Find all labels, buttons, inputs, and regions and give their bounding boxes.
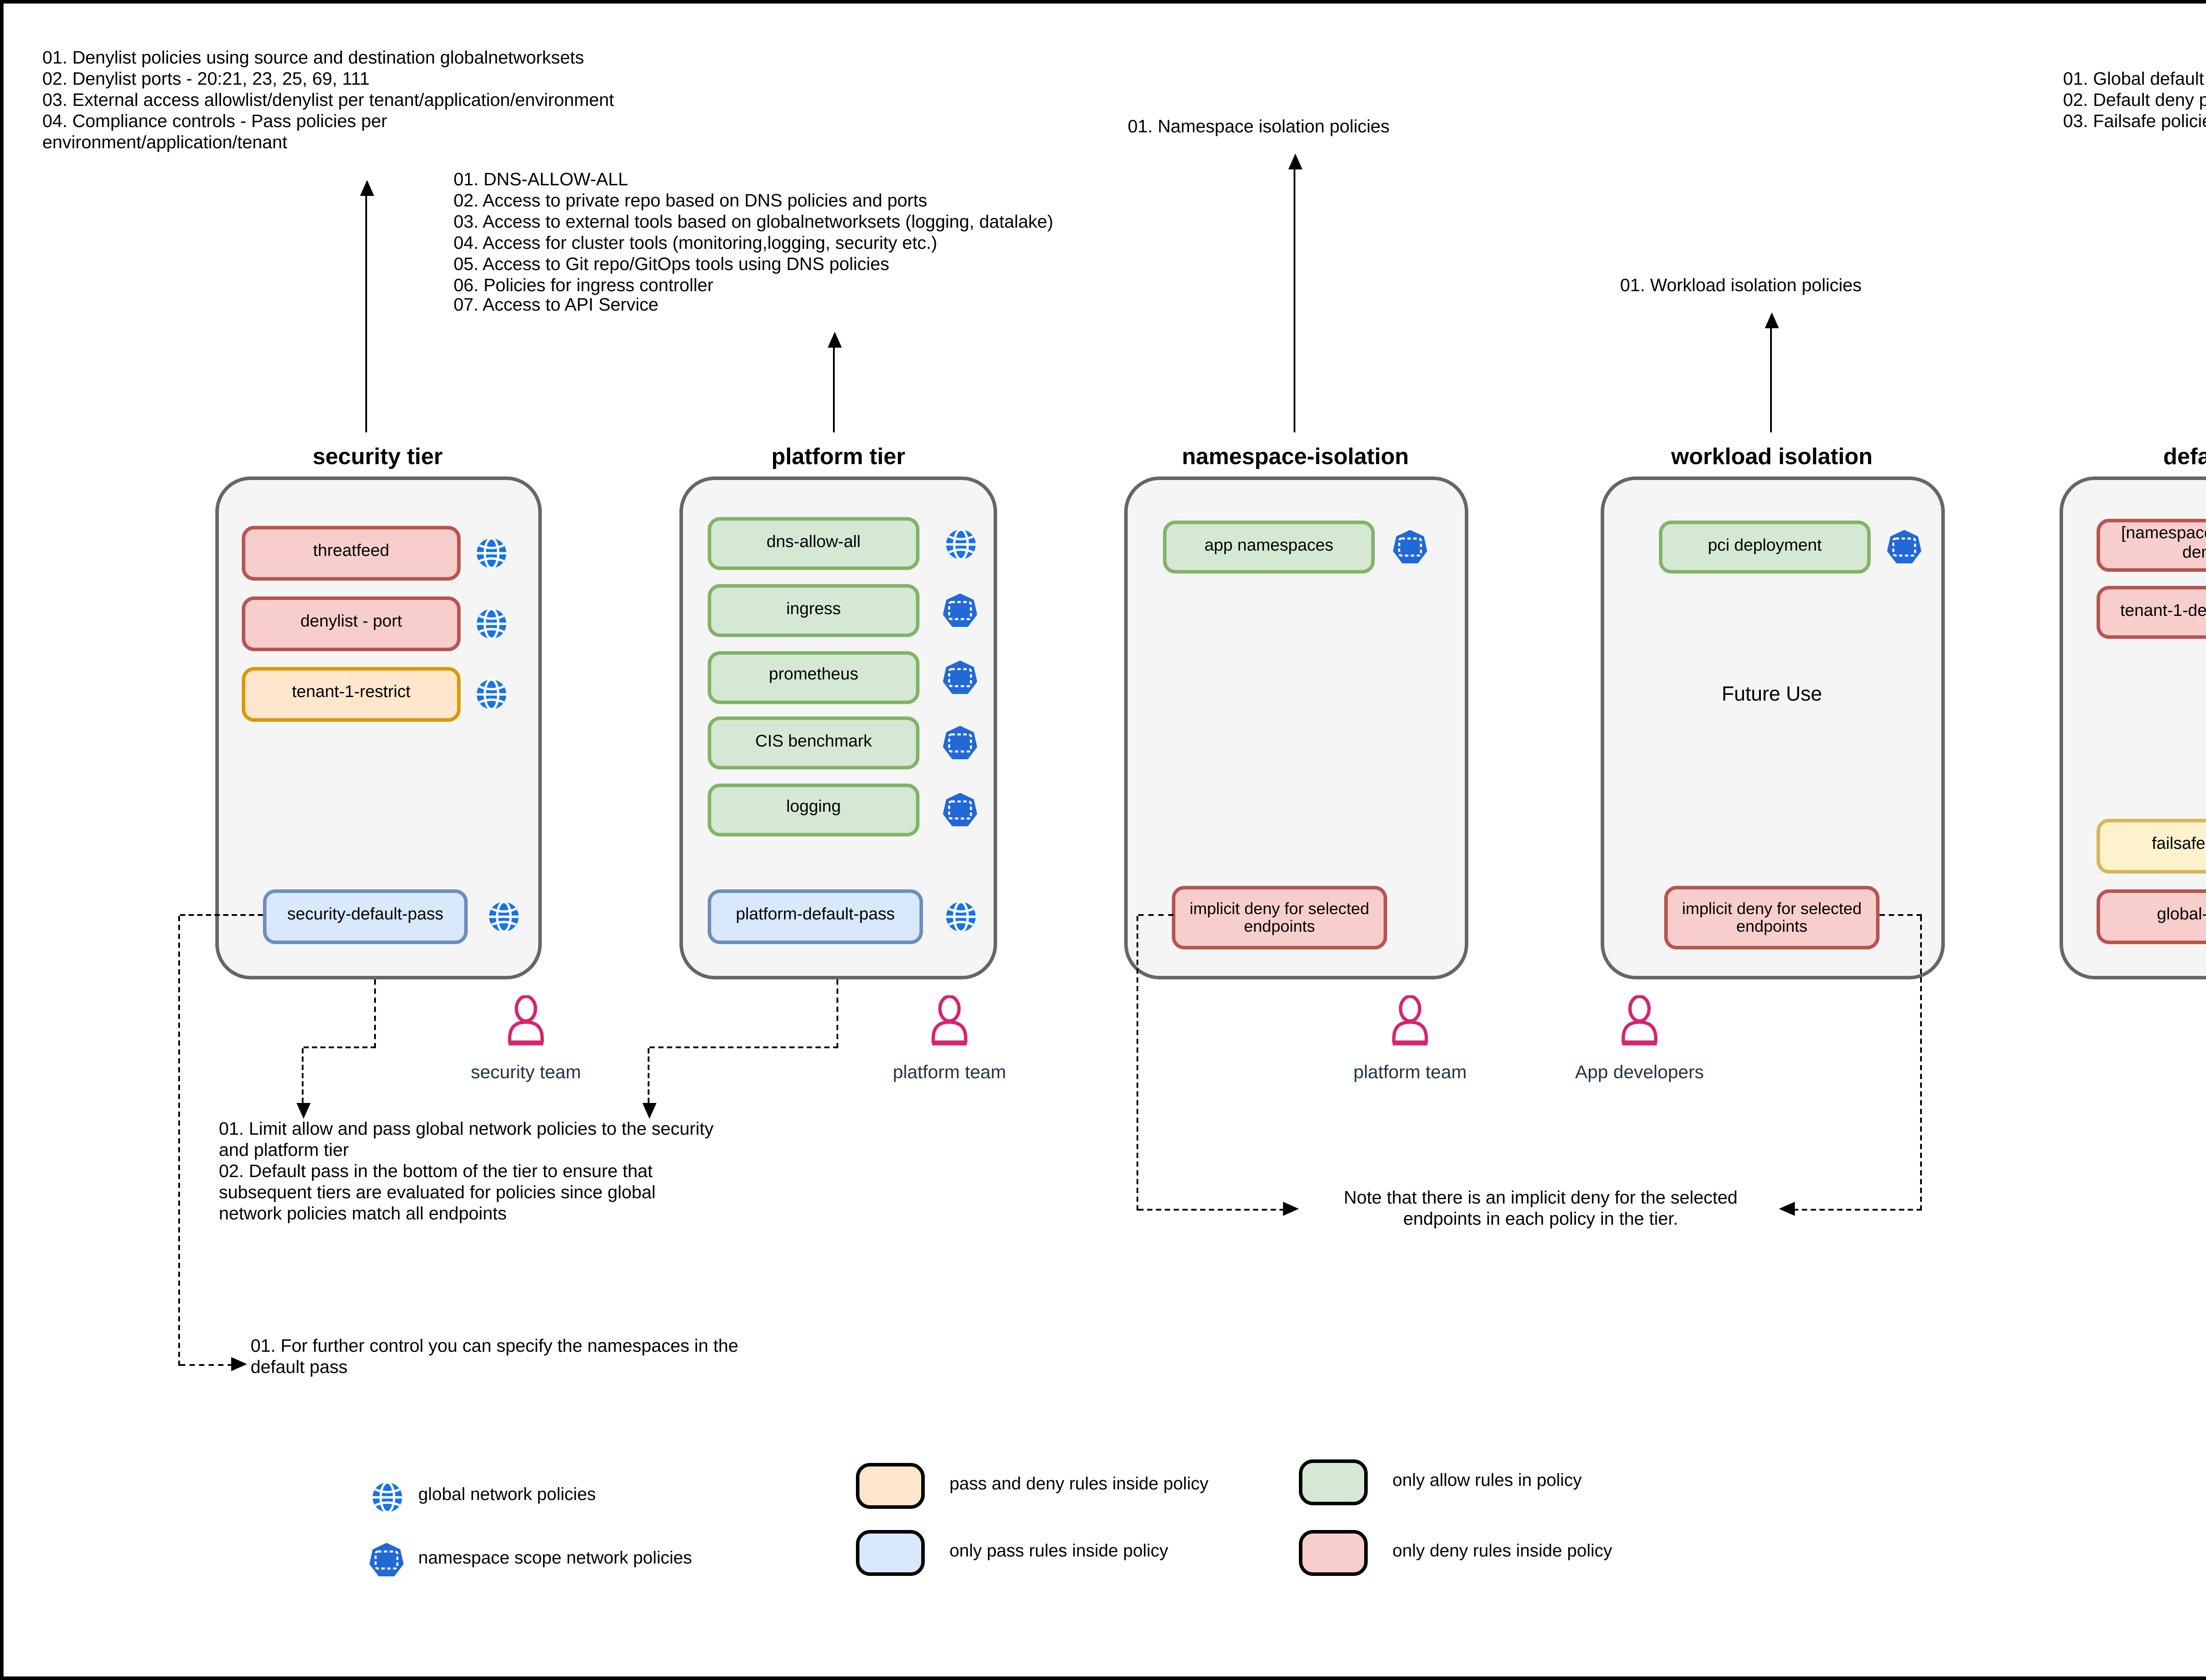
namespace-scope-icon [942,659,978,694]
connector-segment [304,1047,376,1049]
security-tier-notes: 01. Denylist policies using source and d… [42,49,614,153]
connector-segment [649,1047,838,1049]
person-icon [1617,995,1662,1046]
team-label-app-developers: App developers [1575,1062,1704,1084]
legend-only-pass-label: only pass rules inside policy [949,1542,1168,1562]
legend-swatch-pass-deny [856,1463,925,1509]
policy-global-deny: global-deny [2097,889,2206,944]
team-label-platform-1: platform team [893,1062,1006,1084]
connector-segment [180,1365,233,1367]
namespace-scope-icon [942,593,978,628]
connector-segment [1880,915,1922,917]
policy-implicit-deny-workload: implicit deny for selected endpoints [1664,886,1880,949]
platform-tier-notes: 01. DNS-ALLOW-ALL 02. Access to private … [454,171,1054,317]
security-arrow-line [366,196,368,432]
connector-segment [302,1048,304,1103]
namespace-scope-icon [1392,529,1428,565]
connector-arrow [231,1357,247,1371]
connector-arrow [1283,1202,1299,1216]
team-label-security-1: security team [471,1062,581,1084]
globe-icon [943,527,977,560]
namespace-scope-icon [369,1542,404,1578]
policy-logging: logging [708,783,919,836]
namespace-scope-icon [942,791,978,827]
connector-segment [1138,1209,1285,1211]
connector-segment [179,916,181,1366]
legend-swatch-only-allow [1299,1459,1368,1505]
namespace-tier-title: namespace-isolation [1182,443,1409,469]
globe-icon [474,606,507,640]
connector-segment [1793,1209,1922,1211]
policy-threatfeed: threatfeed [242,526,461,581]
globe-icon [943,900,977,934]
legend-only-allow-label: only allow rules in policy [1392,1472,1582,1491]
namespace-scope-icon [1887,529,1922,565]
team-label-platform-2: platform team [1353,1062,1467,1084]
legend-swatch-only-pass [856,1530,925,1576]
policy-security-default-pass: security-default-pass [263,889,468,944]
namespace-arrow-head [1287,154,1302,169]
namespace-arrow-line [1294,169,1296,432]
workload-tier-title: workload isolation [1671,443,1873,469]
policy-dns-allow-all: dns-allow-all [708,517,919,570]
namespace-tier-notes: 01. Namespace isolation policies [1128,118,1390,138]
connector-segment [837,979,839,1048]
globe-icon [474,536,507,569]
security-tier-title: security tier [312,443,443,469]
person-icon [1387,995,1433,1046]
legend-only-deny-label: only deny rules inside policy [1392,1542,1613,1562]
default-tier-notes: 01. Global default deny 02. Default deny… [2063,71,2206,132]
connector-arrow [296,1103,310,1119]
policy-denylist-port: denylist - port [242,596,461,651]
workload-arrow-line [1771,328,1773,432]
connector-segment [375,979,377,1048]
policy-namespace-default-deny: [namespace]-default-deny [2097,519,2206,572]
legend-pass-deny-label: pass and deny rules inside policy [949,1475,1209,1495]
namespace-scope-icon [942,725,978,761]
namespaces-note: 01. For further control you can specify … [251,1338,739,1378]
connector-segment [1137,916,1139,1211]
platform-arrow-line [833,348,836,432]
policy-platform-default-pass: platform-default-pass [708,889,923,944]
platform-arrow-head [827,332,841,348]
connector-arrow [1779,1202,1795,1216]
legend-namespace-scope: namespace scope network policies [418,1549,692,1569]
policy-pci-deployment: pci deployment [1659,521,1871,574]
person-icon [927,995,972,1046]
future-use-label: Future Use [1722,685,1822,706]
workload-arrow-head [1764,312,1778,328]
connector-segment [1921,916,1923,1211]
policy-ingress: ingress [708,584,919,637]
connector-arrow [642,1103,656,1119]
person-icon [503,995,549,1046]
connector-segment [648,1048,650,1103]
globe-icon [474,677,507,710]
policy-app-namespaces: app namespaces [1163,521,1375,574]
globe-icon [486,900,520,934]
connector-segment [1138,915,1174,917]
pass-note: 01. Limit allow and pass global network … [219,1121,714,1224]
security-arrow-head [359,180,373,196]
legend-global-network-policies: global network policies [418,1486,596,1505]
workload-tier-notes: 01. Workload isolation policies [1620,277,1862,296]
connector-segment [180,915,263,917]
policy-cis-benchmark: CIS benchmark [708,716,919,769]
default-tier-title: default tier [2163,443,2206,469]
policy-failsafe-allow: failsafe-allow [2097,819,2206,874]
policy-tenant-1-restrict: tenant-1-restrict [242,667,461,722]
policy-tenant-1-default-deny: tenant-1-default-deny [2097,586,2206,639]
policy-implicit-deny-namespace: implicit deny for selected endpoints [1172,886,1387,949]
legend-swatch-only-deny [1299,1530,1368,1576]
platform-tier-title: platform tier [771,443,905,469]
globe-icon [370,1480,403,1513]
implicit-deny-note: Note that there is an implicit deny for … [1343,1189,1738,1230]
policy-prometheus: prometheus [708,650,919,703]
